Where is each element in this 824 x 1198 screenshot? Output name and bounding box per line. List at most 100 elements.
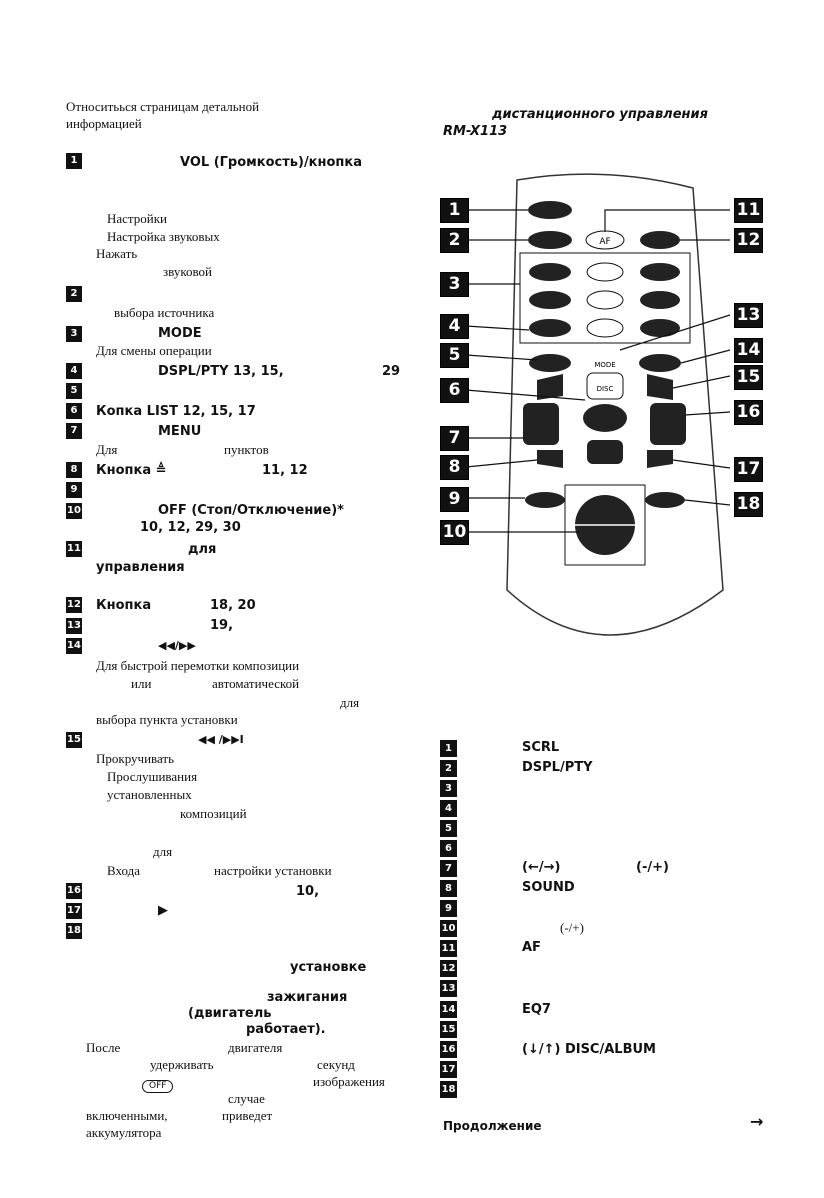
list-badge: 13 <box>440 980 457 997</box>
item-title: ◀◀ /▶▶I <box>198 733 244 746</box>
mode-label: MODE <box>594 361 615 369</box>
list-text: (←/→) <box>522 860 561 875</box>
item-badge: 1 <box>66 153 82 169</box>
item-text: выбора пункта установки <box>96 712 238 727</box>
callout-badge: 13 <box>734 303 763 328</box>
item-text: композиций <box>180 806 247 821</box>
list-badge: 16 <box>440 1041 457 1058</box>
remote-body <box>506 173 724 636</box>
item-text: пунктов <box>224 442 269 457</box>
note-text: удерживать <box>150 1057 214 1072</box>
item-title: Кнопка <box>96 598 152 613</box>
item-page: 19, <box>210 618 234 633</box>
list-badge: 9 <box>440 900 457 917</box>
callout-badge: 3 <box>440 272 469 297</box>
item-page: 18, 20 <box>210 598 256 613</box>
model-name: RM-X113 <box>443 124 508 139</box>
item-title: ▶ <box>158 903 168 918</box>
remote-button-grid <box>519 252 691 344</box>
item-text: автоматической <box>212 676 300 691</box>
remote-button-12 <box>640 231 680 249</box>
list-text: (-/+) <box>636 860 669 875</box>
list-badge: 2 <box>440 760 457 777</box>
item-badge: 12 <box>66 597 82 613</box>
note-text: случае <box>228 1091 265 1106</box>
item-text: для <box>153 844 173 859</box>
callout-badge: 7 <box>440 426 469 451</box>
list-badge: 4 <box>440 800 457 817</box>
item-badge: 10 <box>66 503 82 519</box>
item-title: для <box>188 542 217 557</box>
note-text: включенными, <box>86 1108 168 1123</box>
list-badge: 7 <box>440 860 457 877</box>
item-subtitle: управления <box>96 560 185 575</box>
item-text: установленных <box>107 787 192 802</box>
callout-badge: 16 <box>734 400 763 425</box>
list-badge: 18 <box>440 1081 457 1098</box>
item-text: Настройки <box>107 211 167 226</box>
list-text: DSPL/PTY <box>522 760 593 775</box>
list-badge: 6 <box>440 840 457 857</box>
item-badge: 14 <box>66 638 82 654</box>
list-badge: 10 <box>440 920 457 937</box>
list-text: AF <box>522 940 541 955</box>
list-badge: 15 <box>440 1021 457 1038</box>
item-text: Прослушивания <box>107 769 198 784</box>
note-heading: (двигатель <box>188 1006 272 1021</box>
list-badge: 14 <box>440 1001 457 1018</box>
item-badge: 8 <box>66 462 82 478</box>
item-title: MODE <box>158 326 202 341</box>
item-page: 11, 12 <box>262 463 308 478</box>
item-page: 10, 12, 29, 30 <box>140 520 241 535</box>
item-text: Для <box>96 442 118 457</box>
note-text: изображения <box>313 1074 385 1089</box>
item-text: Входа <box>107 863 141 878</box>
item-text: или <box>131 676 152 691</box>
callout-badge: 2 <box>440 228 469 253</box>
item-badge: 9 <box>66 482 82 498</box>
note-text: секунд <box>317 1057 355 1072</box>
list-text: (↓/↑) DISC/ALBUM <box>522 1042 656 1057</box>
callout-badge: 1 <box>440 198 469 223</box>
item-page: 10, <box>296 884 320 899</box>
callout-badge: 12 <box>734 228 763 253</box>
item-page: 29 <box>382 364 401 379</box>
callout-badge: 6 <box>440 378 469 403</box>
item-badge: 3 <box>66 326 82 342</box>
note-heading: зажигания <box>267 990 348 1005</box>
callout-badge: 5 <box>440 343 469 368</box>
item-title: ◀◀/▶▶ <box>158 639 196 652</box>
item-badge: 17 <box>66 903 82 919</box>
item-badge: 13 <box>66 618 82 634</box>
item-badge: 15 <box>66 732 82 748</box>
item-text: Для смены операции <box>96 343 212 358</box>
remote-button-1 <box>528 201 572 219</box>
list-badge: 5 <box>440 820 457 837</box>
callout-badge: 14 <box>734 338 763 363</box>
item-text: выбора источника <box>114 305 215 320</box>
callout-badge: 11 <box>734 198 763 223</box>
disc-label: DISC <box>597 385 614 393</box>
item-title: VOL (Громкость)/кнопка <box>180 155 362 170</box>
off-key-label: OFF <box>142 1073 174 1093</box>
callout-badge: 9 <box>440 487 469 512</box>
item-text: Настройка звуковых <box>107 229 220 244</box>
callout-badge: 18 <box>734 492 763 517</box>
item-title: OFF (Стоп/Отключение)* <box>158 503 344 518</box>
item-text: настройки установки <box>214 863 332 878</box>
note-text: После <box>86 1040 121 1055</box>
list-text: (-/+) <box>560 920 584 935</box>
item-badge: 16 <box>66 883 82 899</box>
item-text: для <box>340 695 360 710</box>
callout-badge: 4 <box>440 314 469 339</box>
item-badge: 2 <box>66 286 82 302</box>
intro-line-2: информацией <box>66 116 142 131</box>
continued-label: Продолжение <box>443 1119 542 1133</box>
note-text: аккумулятора <box>86 1125 162 1140</box>
callout-badge: 10 <box>440 520 469 545</box>
list-badge: 8 <box>440 880 457 897</box>
item-title: MENU <box>158 424 202 439</box>
item-badge: 6 <box>66 403 82 419</box>
item-title: Копка LIST 12, 15, 17 <box>96 404 256 419</box>
list-badge: 1 <box>440 740 457 757</box>
